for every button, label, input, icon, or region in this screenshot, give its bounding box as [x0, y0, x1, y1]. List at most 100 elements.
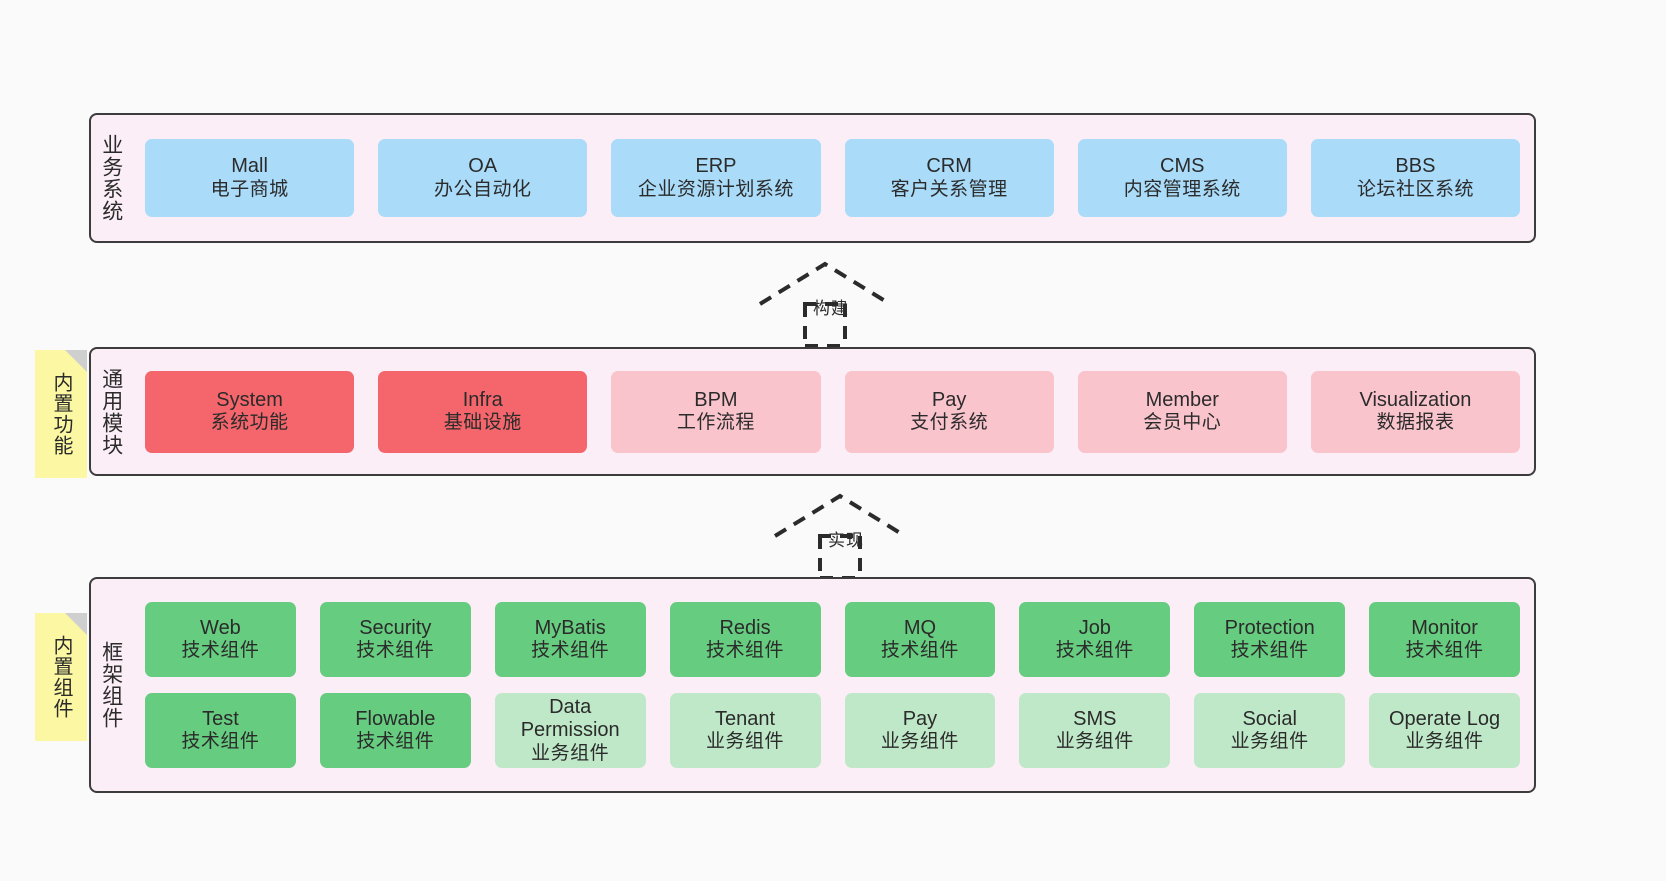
- node-monitor[interactable]: Monitor 技术组件: [1369, 602, 1520, 677]
- node-title-cn: 会员中心: [1143, 412, 1222, 434]
- node-title-cn: 技术组件: [706, 640, 785, 662]
- node-data-permission[interactable]: Data Permission 业务组件: [494, 693, 646, 768]
- note-fold-corner-icon: [65, 613, 87, 635]
- connector-build-glyph: [758, 261, 892, 348]
- node-web[interactable]: Web 技术组件: [145, 602, 296, 677]
- node-bbs[interactable]: BBS 论坛社区系统: [1310, 139, 1521, 217]
- node-title-en: MyBatis: [534, 616, 606, 639]
- node-title-cn: 业务组件: [1230, 731, 1309, 753]
- node-mybatis[interactable]: MyBatis 技术组件: [494, 602, 646, 677]
- node-title-en: SMS: [1073, 707, 1117, 730]
- node-visualization[interactable]: Visualization 数据报表: [1310, 370, 1521, 453]
- note-fold-corner-icon: [65, 350, 87, 372]
- note-builtin-components: 内置组件: [35, 613, 87, 741]
- node-mall[interactable]: Mall 电子商城: [145, 139, 355, 217]
- node-row: Mall 电子商城 OA 办公自动化 ERP 企业资源计划系统 CRM 客户关系…: [145, 139, 1521, 217]
- node-sms[interactable]: SMS 业务组件: [1019, 693, 1171, 768]
- node-system[interactable]: System 系统功能: [145, 370, 355, 453]
- layer-body-business-system: Mall 电子商城 OA 办公自动化 ERP 企业资源计划系统 CRM 客户关系…: [131, 115, 1534, 241]
- node-title-en: Protection: [1224, 616, 1315, 639]
- node-title-cn: 技术组件: [181, 731, 260, 753]
- node-title-en: OA: [468, 155, 498, 177]
- layer-title-framework-components: 框架组件: [99, 641, 123, 729]
- node-title-cn: 技术组件: [880, 640, 959, 662]
- layer-business-system: 业务系统 Mall 电子商城 OA 办公自动化 ERP 企业资源计划系统 CRM: [89, 113, 1536, 243]
- node-row: System 系统功能 Infra 基础设施 BPM 工作流程 Pay 支付系统…: [145, 370, 1521, 453]
- node-title-cn: 技术组件: [356, 640, 435, 662]
- node-member[interactable]: Member 会员中心: [1077, 370, 1287, 453]
- node-bpm[interactable]: BPM 工作流程: [611, 370, 821, 453]
- node-title-cn: 技术组件: [1405, 640, 1484, 662]
- node-title-en: Pay: [931, 388, 967, 411]
- node-title-en: Infra: [462, 388, 503, 411]
- node-title-en: Job: [1078, 616, 1111, 639]
- node-title-en: Test: [202, 707, 239, 730]
- node-flowable[interactable]: Flowable 技术组件: [319, 693, 471, 768]
- layer-common-modules: 通用模块 System 系统功能 Infra 基础设施 BPM 工作流程 Pay: [89, 347, 1536, 476]
- node-title-en: CMS: [1160, 155, 1205, 177]
- node-title-cn: 技术组件: [181, 640, 260, 662]
- layer-body-common-modules: System 系统功能 Infra 基础设施 BPM 工作流程 Pay 支付系统…: [131, 349, 1534, 474]
- node-title-en: BBS: [1395, 155, 1436, 177]
- node-security[interactable]: Security 技术组件: [319, 602, 471, 677]
- node-title-cn: 企业资源计划系统: [637, 178, 794, 200]
- node-title-en: BPM: [694, 388, 738, 411]
- node-social[interactable]: Social 业务组件: [1194, 693, 1346, 768]
- node-crm[interactable]: CRM 客户关系管理: [844, 139, 1054, 217]
- node-cms[interactable]: CMS 内容管理系统: [1077, 139, 1287, 217]
- node-title-cn: 业务组件: [1055, 731, 1134, 753]
- node-title-cn: 基础设施: [443, 412, 522, 434]
- node-title-cn: 技术组件: [1055, 640, 1134, 662]
- note-builtin-features: 内置功能: [35, 350, 87, 478]
- node-title-en: Data Permission: [520, 695, 620, 742]
- node-title-en: Flowable: [355, 707, 436, 730]
- node-title-en: System: [216, 388, 283, 411]
- node-job[interactable]: Job 技术组件: [1019, 602, 1171, 677]
- layer-title-common-modules: 通用模块: [99, 367, 123, 456]
- node-title-cn: 电子商城: [210, 178, 289, 200]
- node-title-cn: 内容管理系统: [1123, 178, 1241, 200]
- node-tenant[interactable]: Tenant 业务组件: [669, 693, 821, 768]
- node-title-en: Member: [1145, 388, 1219, 411]
- layer-title-business-system: 业务系统: [99, 134, 123, 222]
- node-title-en: CRM: [926, 155, 972, 177]
- node-title-cn: 办公自动化: [434, 178, 532, 200]
- node-title-en: Visualization: [1359, 388, 1472, 411]
- node-erp[interactable]: ERP 企业资源计划系统: [611, 139, 821, 217]
- node-pay-business[interactable]: Pay 业务组件: [844, 693, 996, 768]
- node-title-en: Pay: [902, 707, 938, 730]
- node-infra[interactable]: Infra 基础设施: [378, 370, 588, 453]
- node-protection[interactable]: Protection 技术组件: [1194, 602, 1346, 677]
- layer-framework-components: 框架组件 Web 技术组件 Security 技术组件 MyBatis 技术组件…: [89, 577, 1536, 793]
- node-title-cn: 业务组件: [706, 731, 785, 753]
- node-title-en: ERP: [695, 155, 737, 177]
- node-oa[interactable]: OA 办公自动化: [378, 139, 588, 217]
- node-title-en: MQ: [903, 616, 937, 639]
- node-title-cn: 客户关系管理: [890, 178, 1008, 200]
- layer-body-framework-components: Web 技术组件 Security 技术组件 MyBatis 技术组件 Redi…: [131, 579, 1534, 791]
- node-title-cn: 技术组件: [531, 640, 610, 662]
- node-pay[interactable]: Pay 支付系统: [844, 370, 1054, 453]
- node-test[interactable]: Test 技术组件: [145, 693, 296, 768]
- node-title-en: Monitor: [1411, 616, 1478, 639]
- node-title-cn: 业务组件: [1405, 731, 1484, 753]
- node-title-cn: 业务组件: [531, 742, 610, 764]
- node-operate-log[interactable]: Operate Log 业务组件: [1369, 693, 1520, 768]
- node-title-en: Mall: [231, 155, 268, 177]
- node-row: Test 技术组件 Flowable 技术组件 Data Permission …: [145, 693, 1520, 768]
- node-title-cn: 业务组件: [880, 731, 959, 753]
- connector-build: 构建: [755, 258, 905, 348]
- node-title-cn: 技术组件: [356, 731, 435, 753]
- note-label: 内置功能: [50, 372, 72, 456]
- node-row: Web 技术组件 Security 技术组件 MyBatis 技术组件 Redi…: [145, 602, 1520, 677]
- node-title-en: Redis: [719, 616, 771, 639]
- node-redis[interactable]: Redis 技术组件: [669, 602, 821, 677]
- node-title-cn: 数据报表: [1376, 412, 1455, 434]
- node-title-en: Security: [359, 616, 432, 639]
- node-mq[interactable]: MQ 技术组件: [844, 602, 996, 677]
- connector-build-label: 构建: [813, 299, 849, 318]
- node-title-cn: 系统功能: [210, 412, 289, 434]
- connector-implement-label: 实现: [828, 531, 864, 550]
- node-title-cn: 论坛社区系统: [1356, 178, 1474, 200]
